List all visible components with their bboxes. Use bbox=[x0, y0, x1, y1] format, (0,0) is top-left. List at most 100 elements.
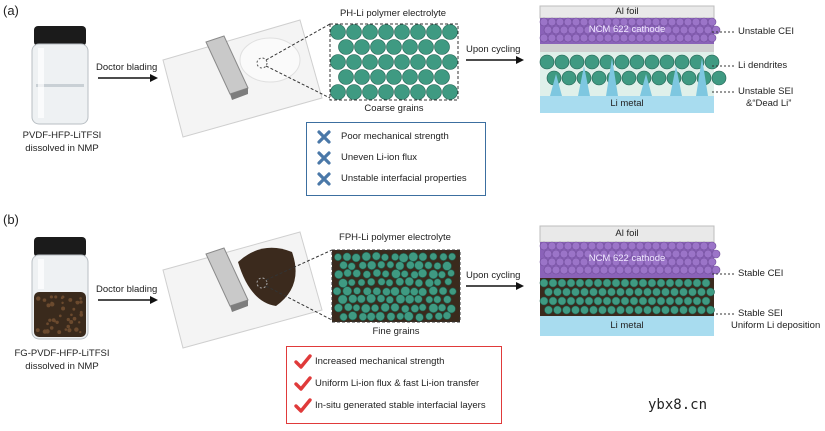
properties-box-b: Increased mechanical strength Uniform Li… bbox=[286, 346, 502, 424]
electrolyte-grain bbox=[670, 305, 679, 315]
fine-grain bbox=[401, 304, 410, 314]
fine-grain bbox=[357, 278, 366, 287]
electrolyte-grain bbox=[692, 296, 702, 306]
cathode-particle bbox=[687, 265, 697, 275]
watermark: ybx8.cn bbox=[648, 397, 708, 413]
suspension-speck bbox=[72, 316, 77, 321]
cathode-particle bbox=[667, 241, 677, 251]
suspension-speck bbox=[49, 295, 54, 299]
fine-grain bbox=[406, 260, 415, 270]
coarse-grain bbox=[426, 84, 442, 100]
fine-grain bbox=[377, 277, 386, 286]
cathode-particle bbox=[711, 249, 721, 259]
suspension-speck bbox=[35, 328, 40, 333]
coarse-grain bbox=[354, 69, 370, 85]
electrolyte-grain bbox=[634, 305, 643, 315]
fine-grain bbox=[424, 278, 434, 288]
cell-stack-a bbox=[539, 5, 727, 113]
electrolyte-grain bbox=[548, 296, 558, 306]
precursor-a-line2: dissolved in NMP bbox=[25, 143, 99, 154]
electrolyte-grain bbox=[665, 296, 675, 306]
fine-grain bbox=[348, 278, 356, 287]
cathode-particle bbox=[639, 265, 649, 275]
fine-grain bbox=[342, 252, 352, 262]
fine-grain bbox=[449, 287, 457, 296]
fine-grain bbox=[438, 286, 448, 296]
suspension-speck bbox=[78, 321, 81, 324]
electrolyte-grain bbox=[638, 278, 648, 288]
suspension-speck bbox=[67, 328, 72, 333]
fine-grain bbox=[390, 286, 400, 297]
vial-b bbox=[31, 237, 89, 340]
fine-grain bbox=[425, 295, 434, 304]
electrolyte-grain bbox=[602, 278, 612, 288]
suspension-speck bbox=[79, 313, 84, 317]
suspension-speck bbox=[79, 300, 83, 304]
electrolyte-grain bbox=[681, 70, 697, 86]
fine-grain bbox=[418, 252, 428, 262]
electrolyte-grain bbox=[571, 305, 580, 315]
property-a-1: Poor mechanical strength bbox=[341, 131, 449, 142]
panel-a-label: (a) bbox=[3, 3, 19, 18]
casting-plate-b bbox=[162, 231, 333, 349]
suspension-speck bbox=[66, 324, 71, 329]
suspension-speck bbox=[51, 318, 56, 323]
electrolyte-grain bbox=[656, 296, 666, 306]
cathode-particle bbox=[711, 265, 721, 275]
coarse-grain bbox=[362, 84, 378, 100]
electrolyte-grain bbox=[697, 305, 706, 315]
coarse-grain bbox=[330, 24, 346, 40]
coarse-grain bbox=[442, 24, 458, 40]
fine-grain bbox=[348, 311, 358, 321]
fine-grain bbox=[400, 270, 409, 278]
arrow-upon-cycling-a bbox=[466, 56, 524, 64]
suspension-speck bbox=[55, 320, 59, 324]
electrolyte-grain bbox=[629, 278, 639, 288]
property-b-1: Increased mechanical strength bbox=[315, 356, 445, 367]
coarse-grain bbox=[338, 39, 354, 55]
electrolyte-grain bbox=[557, 278, 567, 288]
cathode-particle bbox=[595, 241, 605, 251]
checkmark-icon bbox=[294, 354, 312, 369]
suspension-speck bbox=[74, 327, 79, 332]
electrolyte-grain bbox=[616, 287, 625, 297]
electrolyte-grain bbox=[562, 287, 571, 297]
fine-grain bbox=[337, 294, 348, 305]
electrolyte-grain bbox=[651, 70, 667, 86]
fine-grain bbox=[371, 304, 380, 313]
fine-grain bbox=[403, 311, 414, 322]
arrow-doctor-blading-a bbox=[98, 74, 158, 82]
electrolyte-grain bbox=[611, 278, 621, 288]
fine-grain bbox=[381, 253, 389, 262]
fine-grain bbox=[372, 287, 382, 296]
cathode-particle bbox=[563, 241, 573, 251]
cathode-particle bbox=[583, 265, 593, 275]
coarse-grain bbox=[402, 69, 418, 85]
suspension-speck bbox=[42, 298, 47, 302]
electrolyte-grain bbox=[593, 296, 603, 306]
fine-grain bbox=[414, 260, 424, 271]
property-a-2: Uneven Li-ion flux bbox=[341, 152, 418, 163]
property-row-a-1: Poor mechanical strength bbox=[307, 127, 485, 147]
electrolyte-grain bbox=[665, 278, 675, 288]
fine-grain bbox=[434, 312, 443, 321]
fine-grain bbox=[385, 278, 394, 287]
coarse-grain bbox=[330, 84, 346, 100]
electrolyte-grain bbox=[557, 296, 567, 306]
coarse-grain bbox=[346, 84, 362, 100]
cathode-particle bbox=[683, 241, 693, 251]
electrolyte-grain bbox=[644, 54, 660, 70]
suspension-speck bbox=[45, 329, 50, 334]
electrolyte-grain bbox=[561, 70, 577, 86]
precursor-b-line1: FG-PVDF-HFP-LiTFSI bbox=[14, 348, 110, 359]
fine-grain bbox=[348, 294, 358, 304]
fine-grain bbox=[391, 253, 400, 261]
property-b-3: In-situ generated stable interfacial lay… bbox=[315, 400, 486, 411]
coarse-grain bbox=[410, 54, 426, 70]
suspension-speck bbox=[69, 319, 74, 324]
fine-grain bbox=[428, 303, 439, 314]
electrolyte-grain bbox=[580, 287, 589, 297]
electrolyte-grain bbox=[625, 287, 634, 297]
fine-grain bbox=[343, 268, 352, 278]
coarse-grain bbox=[410, 84, 426, 100]
